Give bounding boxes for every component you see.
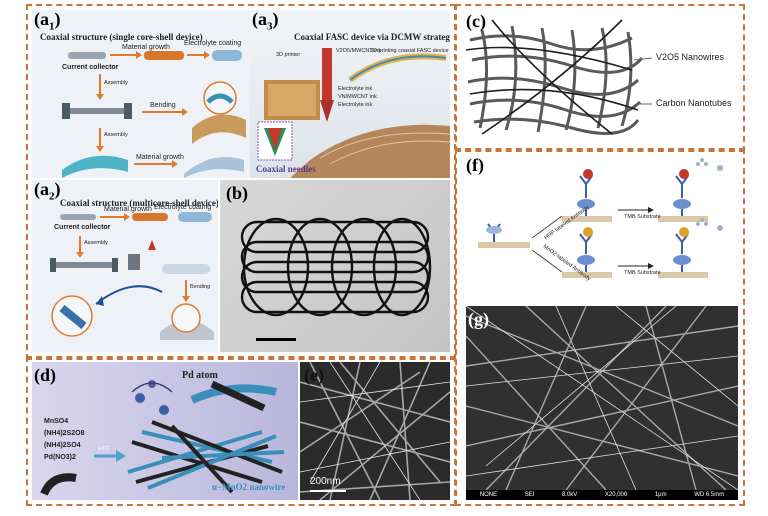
e-sem-image	[300, 362, 450, 500]
a3-electrolyte-ink: Electrolyte ink	[338, 86, 373, 92]
d-schematic	[40, 380, 285, 496]
a2-material-growth: Material growth	[104, 206, 152, 213]
d-htc: HTC	[98, 446, 110, 452]
a1-title: Coaxial structure (single core-shell dev…	[40, 32, 203, 42]
a1-schematic	[62, 50, 246, 178]
a1-assembly-2: Assembly	[104, 132, 128, 138]
c-nanotubes-label: Carbon Nanotubes	[656, 98, 732, 108]
label-b: (b)	[226, 183, 248, 203]
label-a2: (a2)	[34, 179, 61, 203]
panel-a3: Coaxial FASC device via DCMW strategy 3D…	[250, 10, 450, 178]
d-reagent-1: MnSO4	[44, 418, 69, 425]
a1-material-growth: Material growth	[122, 44, 170, 51]
c-nanowires-label: V2O5 Nanowires	[656, 52, 725, 62]
f-tmb-substrate-1: TMB Substrate	[624, 214, 661, 220]
label-e: (e)	[304, 365, 324, 385]
a2-assembly: Assembly	[84, 240, 108, 246]
a3-printing: 3D printing coaxial FASC device	[370, 48, 449, 54]
d-pd-atom: Pd atom	[182, 370, 218, 381]
g-footer-0: NONE	[479, 492, 498, 498]
f-elisa-schematic	[478, 158, 723, 278]
label-f: (f)	[466, 155, 484, 175]
label-a3: (a3)	[252, 9, 279, 33]
label-c: (c)	[466, 11, 486, 31]
a3-title: Coaxial FASC device via DCMW strategy	[294, 32, 450, 42]
a3-vn-ink: VN/MWCNT ink	[338, 94, 377, 100]
panel-a2: Coaxial structure (multicore-shell devic…	[32, 180, 218, 352]
right-bottom-frame	[455, 148, 745, 506]
label-d: (d)	[34, 365, 56, 385]
c-nanowire-network	[465, 19, 653, 135]
right-top-frame	[455, 4, 745, 152]
d-reagent-2: (NH4)2S2O8	[44, 430, 85, 437]
a1-material-growth-2: Material growth	[136, 154, 184, 161]
a2-electrolyte-coating: Electrolyte coating	[154, 204, 212, 211]
d-reagent-4: Pd(NO3)2	[44, 454, 76, 461]
panel-c: V2O5 Nanowires Carbon Nanotubes	[462, 10, 740, 146]
a1-assembly: Assembly	[104, 80, 128, 86]
a2-schematic	[50, 212, 214, 340]
panel-g: NONE SEI 8.0kV X20,000 1μm WD 6.5mm	[466, 306, 738, 500]
a2-current-collector: Current collector	[54, 224, 111, 231]
a1-electrolyte-coating: Electrolyte coating	[184, 40, 242, 47]
panel-a1: Coaxial structure (single core-shell dev…	[32, 10, 250, 178]
b-printed-lattice	[240, 217, 432, 341]
a1-bending: Bending	[150, 102, 176, 109]
g-footer-5: WD 6.5mm	[694, 492, 725, 498]
a3-schematic	[257, 48, 450, 178]
g-sem-footer: NONE SEI 8.0kV X20,000 1μm WD 6.5mm	[466, 490, 738, 500]
g-sem-image	[466, 306, 738, 490]
panel-f: HRP-labeled Antibody MnO2-labeled Antibo…	[462, 154, 740, 302]
panel-b	[220, 180, 450, 352]
a2-bending: Bending	[190, 284, 211, 290]
g-footer-1: SEI	[524, 492, 535, 498]
label-a1: (a1)	[34, 9, 61, 33]
e-scale-bar-label: 200nm	[310, 476, 341, 487]
d-reagent-3: (NH4)2SO4	[44, 442, 81, 449]
g-footer-4: 1μm	[654, 492, 667, 498]
d-nanowire-label: α−MnO2 nanowire	[212, 482, 286, 492]
a3-electrolyte-ink-2: Electrolyte ink	[338, 102, 373, 108]
panel-e: 200nm	[300, 362, 450, 500]
f-tmb-substrate-2: TMB Substrate	[624, 270, 661, 276]
a3-needles: Coaxial needles	[256, 164, 316, 174]
panel-d: Pd atom MnSO4 (NH4)2S2O8 (NH4)2SO4 Pd(NO…	[32, 362, 298, 500]
a2-title: Coaxial structure (multicore-shell devic…	[60, 198, 218, 208]
g-footer-2: 8.0kV	[561, 492, 578, 498]
a3-printer: 3D printer	[276, 52, 301, 58]
a1-current-collector: Current collector	[62, 64, 119, 71]
label-g: (g)	[468, 309, 489, 329]
a3-ink: V2O5/MWCNT ink	[336, 48, 382, 54]
g-footer-3: X20,000	[604, 492, 628, 498]
